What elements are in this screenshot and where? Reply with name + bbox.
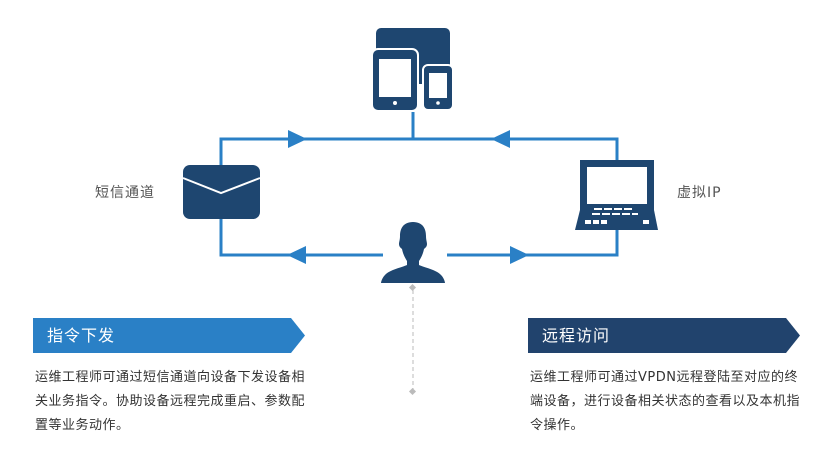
arrow-right-icon [510, 246, 529, 264]
devices-icon [371, 28, 454, 112]
command-dispatch-banner: 指令下发 [33, 318, 305, 353]
arrow-left-icon [491, 130, 510, 148]
command-dispatch-description: 运维工程师可通过短信通道向设备下发设备相关业务指令。协助设备远程完成重启、参数配… [35, 370, 306, 433]
arrow-left-icon [287, 246, 306, 264]
envelope-icon [182, 165, 261, 219]
user-icon [381, 222, 445, 283]
top-connector-line [219, 137, 619, 165]
laptop-icon [575, 160, 658, 230]
bottom-right-connector-line [447, 230, 619, 257]
dashed-divider [408, 283, 417, 396]
virtual-ip-label: 虚拟IP [677, 185, 722, 201]
arrow-right-icon [288, 130, 307, 148]
sms-channel-label: 短信通道 [95, 185, 155, 201]
remote-access-banner: 远程访问 [528, 318, 800, 353]
bottom-left-connector-line [219, 219, 383, 257]
remote-access-description: 运维工程师可通过VPDN远程登陆至对应的终端设备，进行设备相关状态的查看以及本机… [530, 370, 801, 433]
